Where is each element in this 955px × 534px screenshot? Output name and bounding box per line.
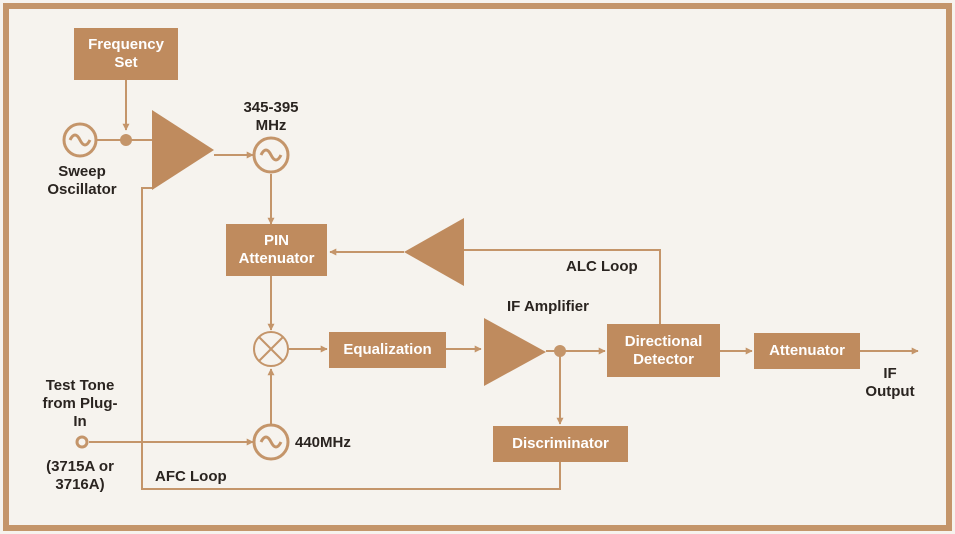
mixer-symbol	[253, 331, 289, 367]
afc-loop-label: AFC Loop	[155, 468, 227, 485]
frequency-set-block: Frequency Set	[74, 28, 178, 80]
alc-loop-label: ALC Loop	[566, 258, 638, 275]
test-tone-label: Test Tone from Plug-In	[42, 377, 118, 430]
sweep-oscillator-label: Sweep Oscillator	[47, 163, 117, 198]
sweep-oscillator-symbol	[62, 122, 98, 158]
if-amplifier-label: IF Amplifier	[507, 298, 589, 315]
if-output-label: IF Output	[865, 365, 915, 400]
attenuator-block: Attenuator	[754, 333, 860, 369]
sweep-amplifier-symbol	[152, 110, 214, 190]
alc-amplifier-symbol	[404, 218, 464, 286]
lo-440-label: 440MHz	[295, 434, 351, 451]
oscillator-440-symbol	[252, 423, 290, 461]
diagram-border	[3, 3, 952, 531]
test-tone-terminal	[75, 435, 89, 449]
frequency-range-label: 345-395 MHz	[243, 99, 299, 134]
junction-dot	[554, 345, 566, 357]
equalization-block: Equalization	[329, 332, 446, 368]
pin-attenuator-block: PIN Attenuator	[226, 224, 327, 276]
oscillator-345-395-symbol	[252, 136, 290, 174]
discriminator-block: Discriminator	[493, 426, 628, 462]
junction-dot	[120, 134, 132, 146]
plugin-models-label: (3715A or 3716A)	[46, 458, 114, 493]
directional-detector-block: Directional Detector	[607, 324, 720, 377]
if-amplifier-symbol	[484, 318, 546, 386]
